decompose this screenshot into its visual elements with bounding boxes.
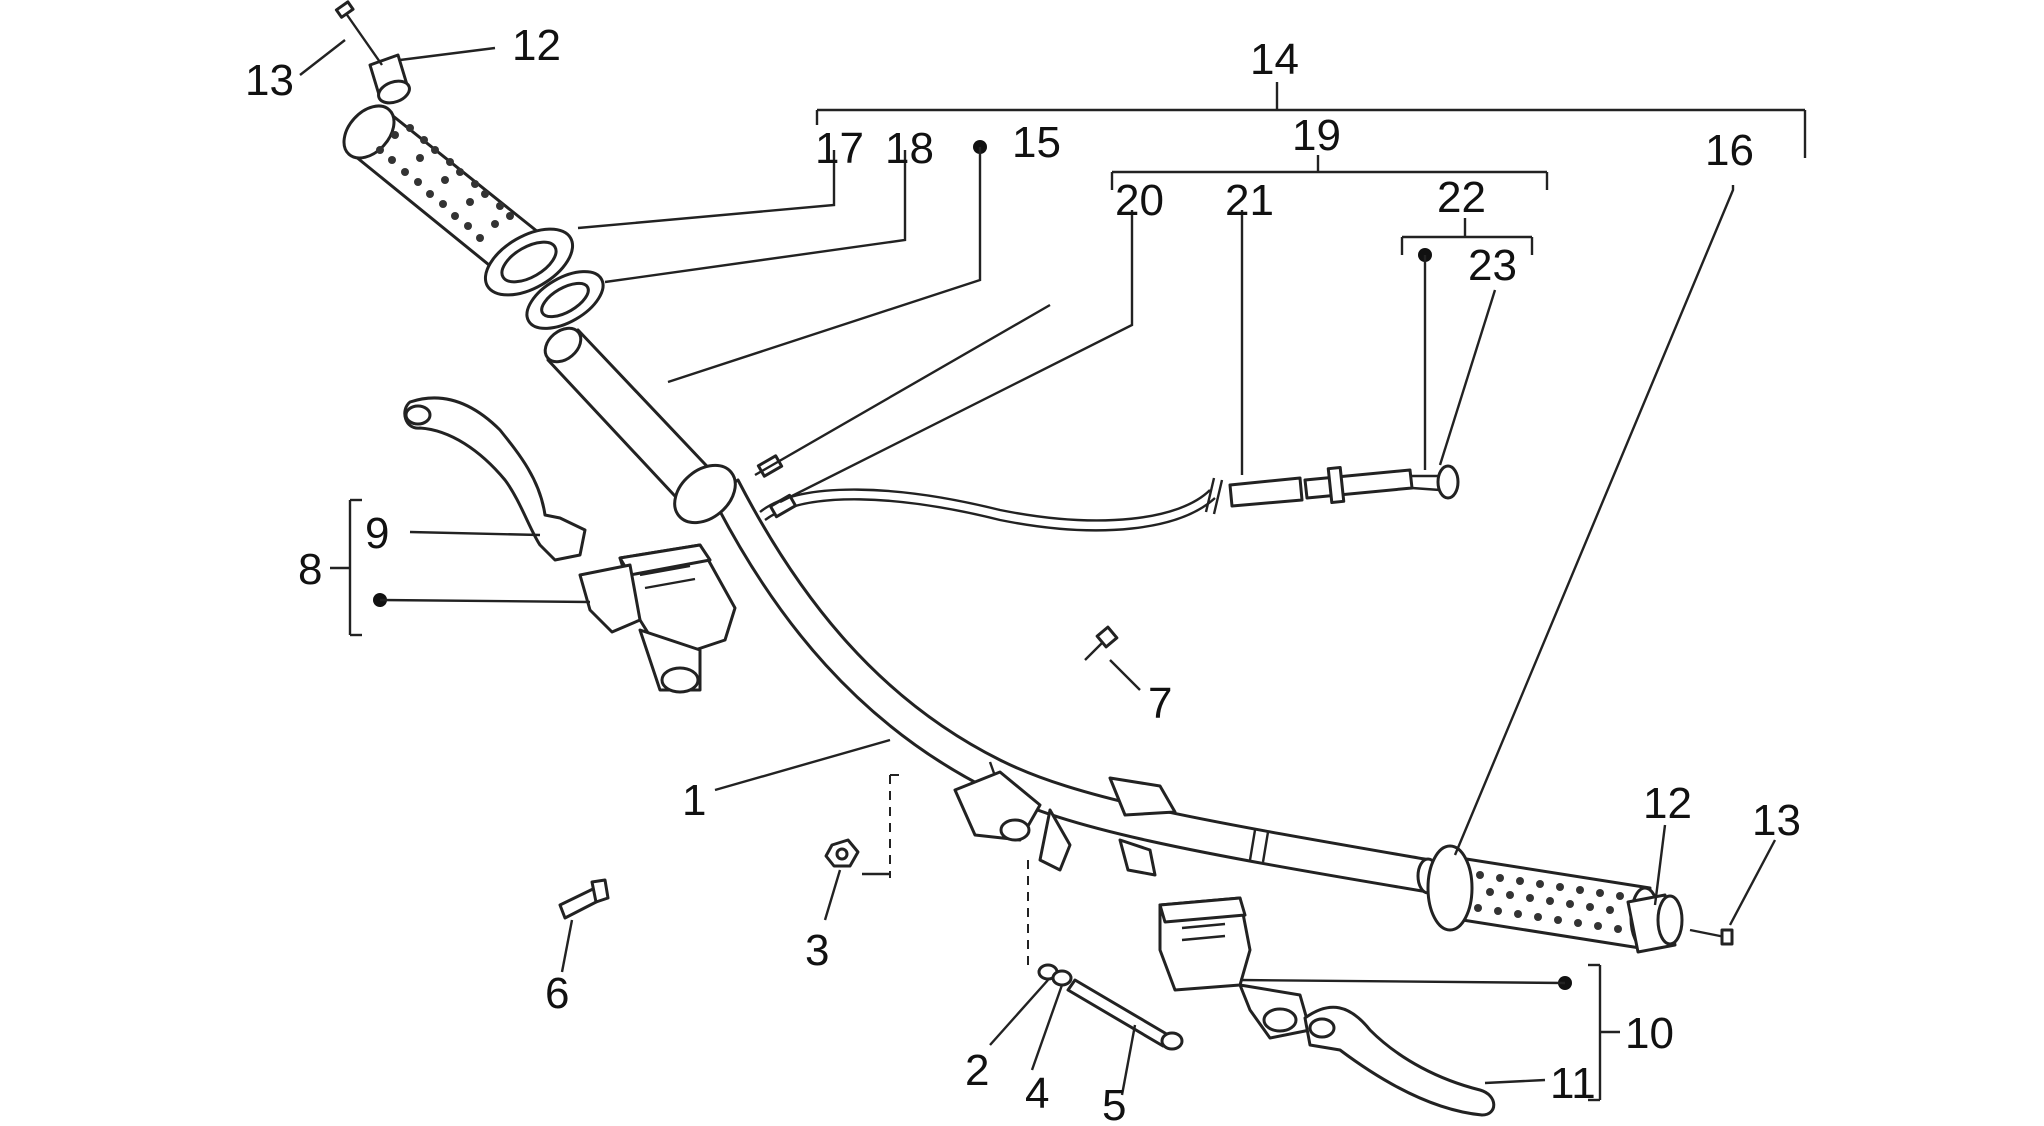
callout-3: 3: [805, 926, 829, 975]
callout-10: 10: [1625, 1009, 1674, 1058]
screw-7: [1084, 625, 1119, 661]
bolt-5: [1066, 978, 1184, 1051]
callout-5: 5: [1102, 1081, 1126, 1126]
callout-labels: 13 12 14 17 18 15 19 16 20 21 22 23 9 8 …: [245, 21, 1801, 1126]
nut-3: [824, 838, 860, 868]
callout-11: 11: [1550, 1059, 1596, 1108]
callout-6: 6: [545, 969, 569, 1018]
throttle-cable: [759, 464, 1460, 532]
callout-4: 4: [1025, 1069, 1049, 1118]
right-grip: [1426, 844, 1661, 950]
right-brake-lever: [1303, 1005, 1496, 1117]
leader-lines: [299, 39, 1807, 1102]
callout-13-top: 13: [245, 56, 294, 105]
callout-23: 23: [1468, 241, 1517, 290]
callout-15: 15: [1012, 118, 1061, 167]
assembly-lines: [862, 774, 1029, 965]
left-grip-washer: [525, 270, 605, 330]
right-bar-end-screw: [1689, 928, 1734, 946]
left-master-cylinder: [578, 543, 737, 694]
callout-1: 1: [682, 776, 706, 825]
callout-17: 17: [815, 124, 864, 173]
callout-14: 14: [1250, 35, 1299, 84]
callout-13-right: 13: [1752, 796, 1801, 845]
callout-2: 2: [965, 1046, 989, 1095]
callout-12-right: 12: [1643, 779, 1692, 828]
callout-12-top: 12: [512, 21, 561, 70]
screw-6: [558, 878, 610, 920]
callout-8: 8: [298, 545, 322, 594]
callout-21: 21: [1225, 176, 1274, 225]
callout-22: 22: [1437, 173, 1486, 222]
washer-4: [1051, 969, 1073, 987]
callout-16: 16: [1705, 126, 1754, 175]
right-bar-end-weight: [1626, 893, 1684, 954]
callout-19: 19: [1292, 111, 1341, 160]
throttle-tube: [543, 326, 737, 525]
left-bar-end-weight: [368, 53, 411, 105]
handlebar-clamp: [953, 770, 1177, 877]
callout-20: 20: [1115, 176, 1164, 225]
cable-adjuster: [756, 454, 798, 519]
left-grip: [342, 104, 575, 297]
callout-18: 18: [885, 124, 934, 173]
left-brake-lever: [403, 396, 587, 562]
handlebar-tube: [710, 478, 1440, 895]
callout-7: 7: [1148, 679, 1172, 728]
right-master-cylinder: [1158, 896, 1312, 1040]
left-bar-end-screw: [334, 0, 383, 66]
callout-9: 9: [365, 509, 389, 558]
